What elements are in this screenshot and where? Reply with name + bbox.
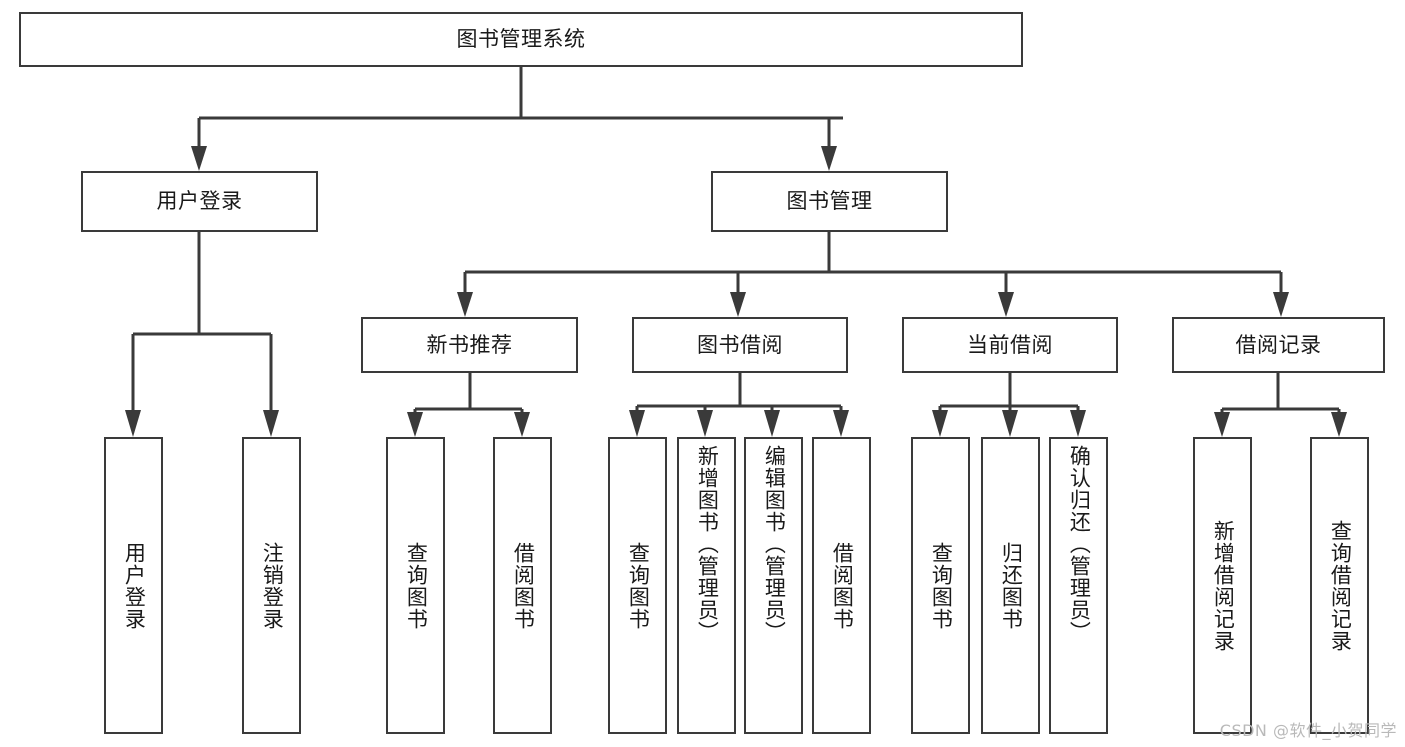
node-current-borrow[interactable]: 当前借阅 xyxy=(902,317,1118,373)
leaf-query-borrow-record[interactable]: 查询借阅记录 xyxy=(1310,437,1369,734)
arrow-user-login xyxy=(191,146,207,171)
arrow-leaf-1 xyxy=(125,410,141,437)
leaf-add-borrow-record[interactable]: 新增借阅记录 xyxy=(1193,437,1252,734)
arrow-leaf-11 xyxy=(1070,410,1086,437)
leaf-query-book-borrow-label: 查询图书 xyxy=(626,541,651,630)
arrow-book-mgmt xyxy=(821,146,837,171)
arrow-leaf-9 xyxy=(932,410,948,437)
node-current-borrow-label: 当前借阅 xyxy=(967,332,1053,357)
node-borrow-record-label: 借阅记录 xyxy=(1235,332,1322,357)
leaf-confirm-return-admin-label: 确认归还（管理员） xyxy=(1067,445,1092,643)
leaf-confirm-return-admin[interactable]: 确认归还（管理员） xyxy=(1049,437,1108,734)
leaf-query-book-borrow[interactable]: 查询图书 xyxy=(608,437,667,734)
leaf-query-book-current[interactable]: 查询图书 xyxy=(911,437,970,734)
node-book-borrow-label: 图书借阅 xyxy=(697,332,783,357)
arrow-leaf-5 xyxy=(629,410,645,437)
node-borrow-record[interactable]: 借阅记录 xyxy=(1172,317,1385,373)
arrow-newbook xyxy=(457,292,473,317)
node-book-management-label: 图书管理 xyxy=(786,189,873,214)
leaf-borrow-book-borrow-label: 借阅图书 xyxy=(830,541,855,630)
arrow-borrow xyxy=(730,292,746,317)
node-user-login-label: 用户登录 xyxy=(156,189,243,214)
watermark: CSDN @软件_小贺同学 xyxy=(1219,721,1397,740)
leaf-query-book-current-label: 查询图书 xyxy=(929,541,954,630)
leaf-query-borrow-record-label: 查询借阅记录 xyxy=(1328,519,1353,652)
leaf-borrow-book-recommend-label: 借阅图书 xyxy=(511,541,536,630)
leaf-return-book-label: 归还图书 xyxy=(999,541,1024,630)
arrow-leaf-3 xyxy=(407,412,423,437)
leaf-add-book-admin[interactable]: 新增图书（管理员） xyxy=(677,437,736,734)
arrow-leaf-12 xyxy=(1214,412,1230,437)
arrow-leaf-4 xyxy=(514,412,530,437)
leaf-logout[interactable]: 注销登录 xyxy=(242,437,301,734)
node-book-management[interactable]: 图书管理 xyxy=(711,171,948,232)
arrow-leaf-13 xyxy=(1331,412,1347,437)
node-root[interactable]: 图书管理系统 xyxy=(19,12,1023,67)
leaf-query-book-recommend[interactable]: 查询图书 xyxy=(386,437,445,734)
node-root-label: 图书管理系统 xyxy=(456,27,586,52)
leaf-user-login-label: 用户登录 xyxy=(122,541,147,630)
leaf-add-borrow-record-label: 新增借阅记录 xyxy=(1211,519,1236,652)
arrow-leaf-6 xyxy=(697,410,713,437)
node-new-book-recommend-label: 新书推荐 xyxy=(426,332,513,357)
arrow-current xyxy=(998,292,1014,317)
arrow-leaf-10 xyxy=(1002,410,1018,437)
leaf-add-book-admin-label: 新增图书（管理员） xyxy=(695,445,720,643)
leaf-user-login[interactable]: 用户登录 xyxy=(104,437,163,734)
arrow-leaf-2 xyxy=(263,410,279,437)
node-new-book-recommend[interactable]: 新书推荐 xyxy=(361,317,578,373)
node-book-borrow[interactable]: 图书借阅 xyxy=(632,317,848,373)
arrow-leaf-8 xyxy=(833,410,849,437)
leaf-borrow-book-recommend[interactable]: 借阅图书 xyxy=(493,437,552,734)
leaf-edit-book-admin[interactable]: 编辑图书（管理员） xyxy=(744,437,803,734)
leaf-return-book[interactable]: 归还图书 xyxy=(981,437,1040,734)
leaf-borrow-book-borrow[interactable]: 借阅图书 xyxy=(812,437,871,734)
arrow-record xyxy=(1273,292,1289,317)
arrow-leaf-7 xyxy=(764,410,780,437)
leaf-query-book-recommend-label: 查询图书 xyxy=(404,541,429,630)
node-user-login[interactable]: 用户登录 xyxy=(81,171,318,232)
leaf-logout-label: 注销登录 xyxy=(260,541,285,630)
arrowheads xyxy=(125,146,1347,437)
leaf-edit-book-admin-label: 编辑图书（管理员） xyxy=(762,445,787,643)
